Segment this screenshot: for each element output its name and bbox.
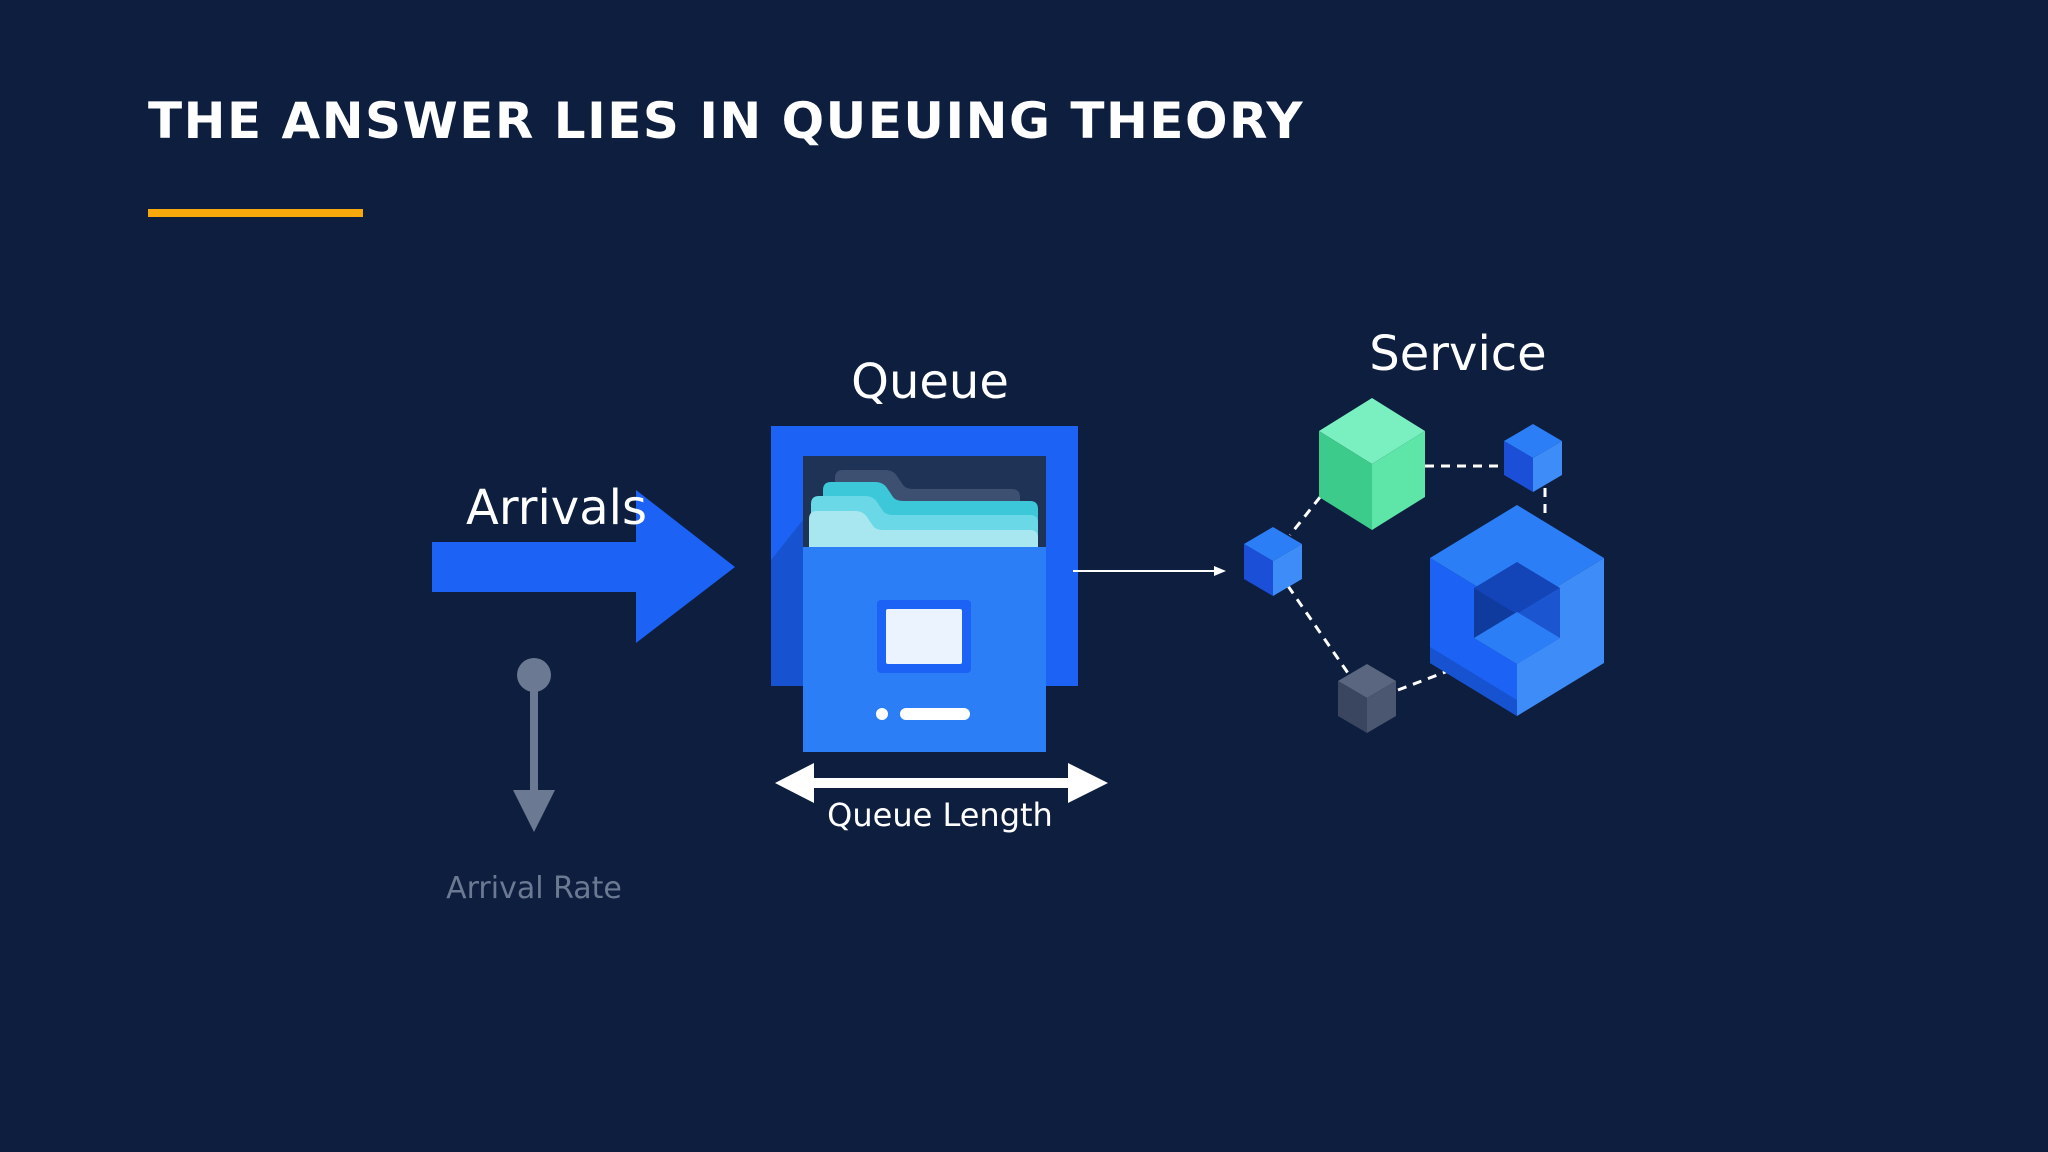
queue-length-arrow-icon — [775, 763, 1108, 803]
queue-to-service-arrow-icon — [1073, 566, 1226, 576]
title-underline — [148, 209, 363, 217]
arrival-rate-arrow-icon — [513, 658, 555, 832]
file-cabinet-icon — [771, 426, 1078, 752]
arrival-rate-label: Arrival Rate — [446, 871, 622, 906]
service-label: Service — [1369, 326, 1546, 382]
slide-title: THE ANSWER LIES IN QUEUING THEORY — [148, 92, 1305, 150]
queue-length-label: Queue Length — [827, 796, 1053, 834]
service-network-icon — [1244, 398, 1604, 733]
queue-label: Queue — [851, 354, 1009, 410]
arrivals-label: Arrivals — [466, 480, 647, 536]
arrivals-arrow-icon — [432, 490, 735, 643]
